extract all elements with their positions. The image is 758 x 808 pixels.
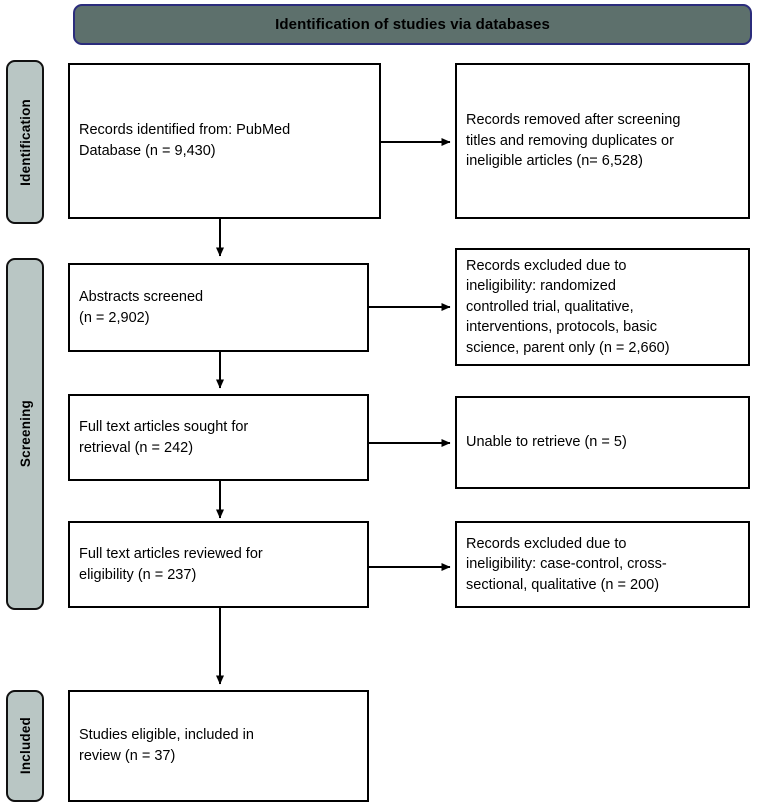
box-fulltext-sought-text: Full text articles sought for retrieval … (79, 418, 249, 456)
box-records-identified-text: Records identified from: PubMed Database… (79, 122, 291, 159)
diagram-title: Identification of studies via databases (275, 16, 550, 33)
box-records-excluded-eligibility: Records excluded due to ineligibility: c… (455, 521, 750, 608)
box-fulltext-sought: Full text articles sought for retrieval … (68, 394, 369, 481)
box-abstracts-screened-text: Abstracts screened (n = 2,902) (79, 288, 204, 326)
box-records-identified: Records identified from: PubMed Database… (68, 63, 381, 219)
stage-tab-screening: Screening (6, 258, 44, 610)
stage-tab-included: Included (6, 690, 44, 802)
box-unable-retrieve-text: Unable to retrieve (n = 5) (466, 434, 627, 451)
box-records-removed: Records removed after screening titles a… (455, 63, 750, 219)
box-fulltext-reviewed: Full text articles reviewed for eligibil… (68, 521, 369, 608)
box-records-removed-text: Records removed after screening titles a… (466, 112, 681, 170)
stage-tab-included-label: Included (17, 717, 33, 775)
box-unable-retrieve: Unable to retrieve (n = 5) (455, 396, 750, 489)
stage-tab-identification: Identification (6, 60, 44, 224)
stage-tab-identification-label: Identification (17, 98, 33, 186)
stage-tab-screening-label: Screening (17, 400, 33, 468)
box-records-excluded-eligibility-text: Records excluded due to ineligibility: c… (466, 535, 667, 593)
box-fulltext-reviewed-text: Full text articles reviewed for eligibil… (79, 545, 263, 583)
box-records-excluded-screening: Records excluded due to ineligibility: r… (455, 248, 750, 366)
diagram-header-banner: Identification of studies via databases (73, 4, 752, 45)
box-abstracts-screened: Abstracts screened (n = 2,902) (68, 263, 369, 352)
box-records-excluded-screening-text: Records excluded due to ineligibility: r… (466, 257, 670, 356)
box-studies-included: Studies eligible, included in review (n … (68, 690, 369, 802)
box-studies-included-text: Studies eligible, included in review (n … (79, 727, 254, 764)
